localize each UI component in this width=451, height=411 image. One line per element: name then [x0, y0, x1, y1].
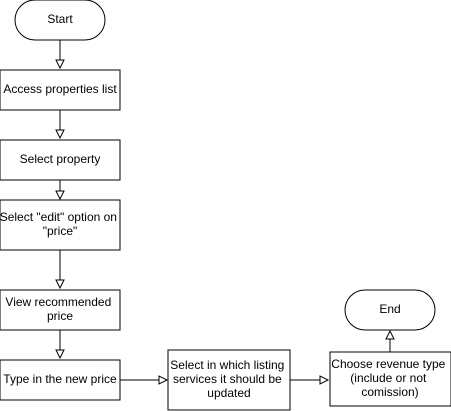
node-select-listing-services: Select in which listing services it shou…	[167, 349, 291, 411]
select-listing-services-label-line-1: Select in which listing	[170, 358, 284, 372]
node-end: End	[344, 289, 436, 331]
svg-text:Access properties list: Access properties list	[3, 82, 117, 96]
choose-revenue-type-label-line-2: (include or not	[350, 371, 427, 385]
svg-text:End: End	[379, 302, 400, 316]
choose-revenue-type-label-line-1: Choose revenue type	[331, 357, 445, 371]
edge-view-recommended-to-type-price	[55, 330, 65, 360]
edge-select-property-to-select-edit	[55, 180, 65, 201]
node-access-properties-list: Access properties list	[0, 69, 121, 111]
svg-text:Select "edit" option on: Select "edit" option on "price"	[0, 210, 120, 238]
svg-text:Select in which listing: Select in which listing services it shou…	[170, 358, 287, 400]
node-type-new-price: Type in the new price	[0, 359, 121, 401]
node-select-property: Select property	[0, 139, 121, 181]
edge-start-to-access	[55, 40, 65, 70]
edge-select-edit-to-view-recommended	[55, 250, 65, 290]
end-label: End	[379, 302, 400, 316]
edge-choose-revenue-to-end	[385, 329, 395, 352]
svg-text:Type in the new price: Type in the new price	[3, 372, 117, 386]
node-select-edit-option: Select "edit" option on "price"	[0, 199, 121, 251]
edge-select-listing-to-choose-revenue	[290, 375, 330, 385]
edge-access-to-select-property	[55, 110, 65, 140]
svg-text:Select property: Select property	[20, 152, 101, 166]
svg-text:Choose revenue type (inc: Choose revenue type (include or not comi…	[331, 357, 448, 399]
svg-text:View recommended price: View recommended price	[5, 295, 114, 323]
start-label: Start	[47, 12, 73, 26]
access-properties-list-label: Access properties list	[3, 82, 117, 96]
edge-type-price-to-select-listing	[120, 375, 169, 385]
node-start: Start	[14, 0, 106, 41]
select-listing-services-label-line-3: updated	[207, 386, 250, 400]
node-choose-revenue-type: Choose revenue type (include or not comi…	[329, 351, 451, 407]
select-edit-option-label-line-1: Select "edit" option on	[0, 210, 117, 224]
view-recommended-price-label-line-1: View recommended	[5, 295, 111, 309]
svg-text:Start: Start	[47, 12, 73, 26]
select-listing-services-label-line-2: services it should be	[173, 372, 282, 386]
view-recommended-price-label-line-2: price	[47, 309, 73, 323]
choose-revenue-type-label-line-3: comission)	[361, 385, 418, 399]
type-new-price-label: Type in the new price	[3, 372, 117, 386]
select-edit-option-label-line-2: "price"	[43, 224, 78, 238]
node-view-recommended-price: View recommended price	[0, 289, 121, 331]
select-property-label: Select property	[20, 152, 101, 166]
